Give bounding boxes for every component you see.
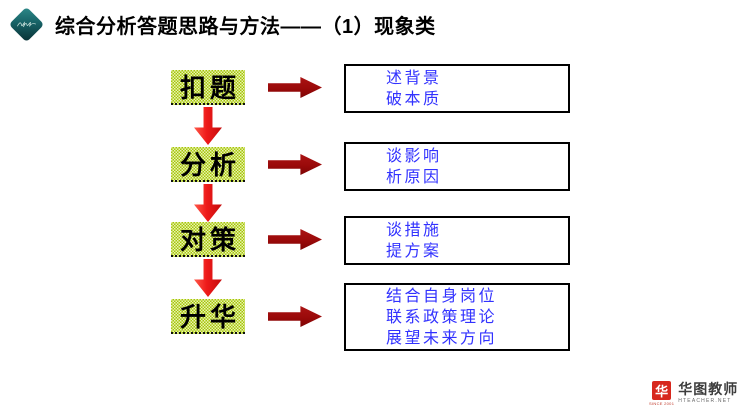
down-arrow-icon: [194, 184, 222, 222]
brand-since-text: SINCE 2001: [649, 401, 675, 406]
content-box-fenxi: 谈影响 析原因: [344, 142, 570, 191]
diamond-logo-icon: [8, 6, 45, 43]
step-label-koutii: 扣题: [171, 70, 245, 105]
right-arrow-icon: [268, 154, 322, 175]
box-line: 谈措施: [386, 221, 442, 239]
brand-logo: 华 SINCE 2001 华图教师 HTEACHER.NET: [649, 381, 738, 406]
content-box-duice: 谈措施 提方案: [344, 216, 570, 265]
brand-logo-text: 华图教师 HTEACHER.NET: [678, 381, 738, 404]
signature-squiggle-icon: [17, 21, 36, 28]
step-label-duice: 对策: [171, 222, 245, 257]
box-line: 谈影响: [386, 147, 442, 165]
box-line: 联系政策理论: [386, 308, 498, 326]
page-title: 综合分析答题思路与方法——（1）现象类: [55, 16, 436, 38]
step-label-fenxi: 分析: [171, 147, 245, 182]
slide-header: 综合分析答题思路与方法——（1）现象类: [8, 6, 436, 43]
brand-site: HTEACHER.NET: [678, 398, 732, 404]
right-arrow-icon: [268, 77, 322, 98]
huatu-square-icon: 华: [652, 381, 672, 400]
box-line: 提方案: [386, 242, 442, 260]
box-line: 述背景: [386, 69, 442, 87]
box-line: 结合自身岗位: [386, 287, 498, 305]
right-arrow-icon: [268, 229, 322, 250]
down-arrow-icon: [194, 107, 222, 145]
down-arrow-icon: [194, 259, 222, 297]
content-box-koutii: 述背景 破本质: [344, 64, 570, 113]
right-arrow-icon: [268, 306, 322, 327]
brand-name: 华图教师: [678, 381, 739, 397]
box-line: 破本质: [386, 90, 442, 108]
step-label-shenghua: 升华: [171, 299, 245, 334]
content-box-shenghua: 结合自身岗位 联系政策理论 展望未来方向: [344, 283, 570, 351]
brand-logo-mark: 华 SINCE 2001: [649, 381, 674, 406]
box-line: 展望未来方向: [386, 329, 498, 347]
box-line: 析原因: [386, 168, 442, 186]
